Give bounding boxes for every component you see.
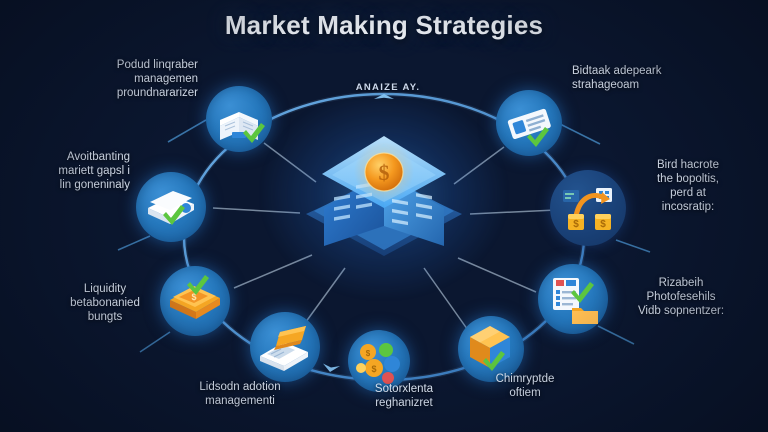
open-book-icon: [220, 112, 265, 143]
svg-text:$: $: [600, 219, 606, 230]
node-book-with-card[interactable]: [250, 312, 320, 382]
page-title: Market Making Strategies: [224, 10, 544, 40]
label-left-upper: Avoitbanting mariett gapsl i lin gonenin…: [58, 151, 130, 191]
book-with-card-icon: [260, 326, 308, 371]
node-open-book[interactable]: [206, 86, 272, 152]
node-money-stack[interactable]: $: [160, 266, 230, 336]
label-top-right: Bidtaak adepeark strahageoam: [572, 65, 662, 91]
label-right-lower: Rizabeih Photofesehils Vidb sopnentzer:: [637, 277, 725, 317]
svg-text:$: $: [573, 219, 579, 230]
id-card-icon: [507, 108, 551, 147]
hub-label: ANAIZE AY.: [355, 82, 421, 93]
svg-text:$: $: [371, 364, 376, 374]
svg-text:$: $: [366, 349, 371, 358]
label-left-lower: Liquidity betabonanied bungts: [70, 283, 140, 323]
cash-bundle-icon: [148, 191, 194, 225]
label-top-left: Podud linqraber managemen proundnararize…: [116, 59, 198, 99]
label-bottom-right: Chimryptde oftiem: [495, 373, 555, 399]
central-bank-building-icon: $: [262, 98, 506, 298]
label-bottom-left: Lidsodn adotion managementi: [199, 381, 281, 407]
label-right-upper: Bird hacrote the bopoltis, perd at incos…: [656, 159, 719, 213]
coin-symbol: $: [379, 160, 390, 185]
node-id-card[interactable]: [496, 90, 562, 156]
money-stack-icon: $: [170, 275, 220, 319]
node-cash-bundle[interactable]: [136, 172, 206, 242]
